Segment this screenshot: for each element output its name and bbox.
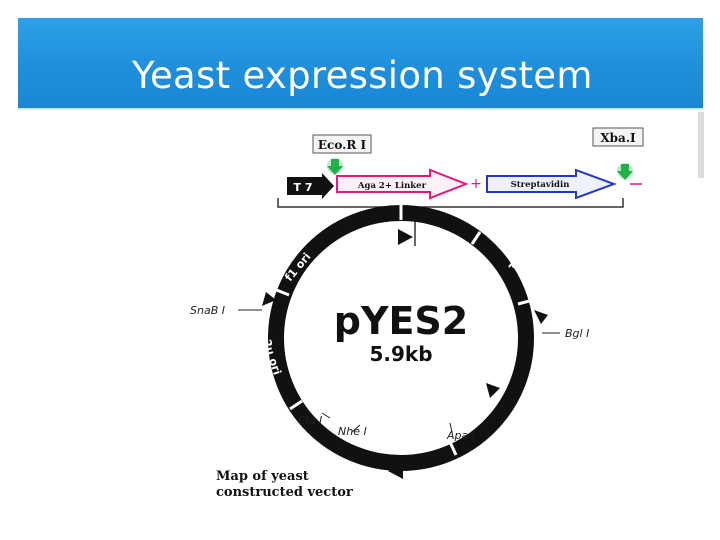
slide-title: Yeast expression system — [132, 54, 593, 97]
ecori-down-arrow-icon — [327, 158, 343, 175]
streptavidin-label: Streptavidin — [511, 180, 570, 190]
plus-sign: + — [470, 176, 482, 192]
plasmid-name: pYES2 — [334, 299, 468, 343]
plasmid-size: 5.9kb — [369, 342, 432, 366]
plasmid-ring — [262, 205, 548, 479]
ura3-label: URA3 — [412, 411, 446, 424]
ecori-label: Eco.R I — [318, 138, 367, 152]
bgli-label: Bgl I — [565, 327, 589, 340]
figure-edge — [698, 112, 704, 178]
caption-line-1: Map of yeast — [216, 469, 309, 484]
figure-caption: Map of yeast constructed vector — [216, 469, 396, 501]
xbai-site: Xba.I — [592, 127, 644, 147]
aga2-linker-label: Aga 2+ Linker — [357, 181, 427, 191]
aga2-linker-arrow: Aga 2+ Linker — [336, 168, 469, 200]
xbai-down-arrow-icon — [617, 163, 633, 180]
site-tick-marks — [238, 309, 560, 433]
t7-promoter-arrow: T 7 — [287, 173, 334, 199]
apai-label: Apa I — [446, 429, 475, 442]
clai-label: Cla I — [298, 414, 322, 427]
title-bar — [18, 18, 703, 110]
t7-label: T 7 — [294, 181, 313, 194]
ecori-site: Eco.R I — [312, 134, 372, 154]
xbai-label: Xba.I — [600, 131, 636, 145]
snabi-label: SnaB I — [190, 304, 225, 317]
streptavidin-arrow: Streptavidin — [486, 168, 617, 200]
caption-line-2: constructed vector — [216, 485, 353, 500]
